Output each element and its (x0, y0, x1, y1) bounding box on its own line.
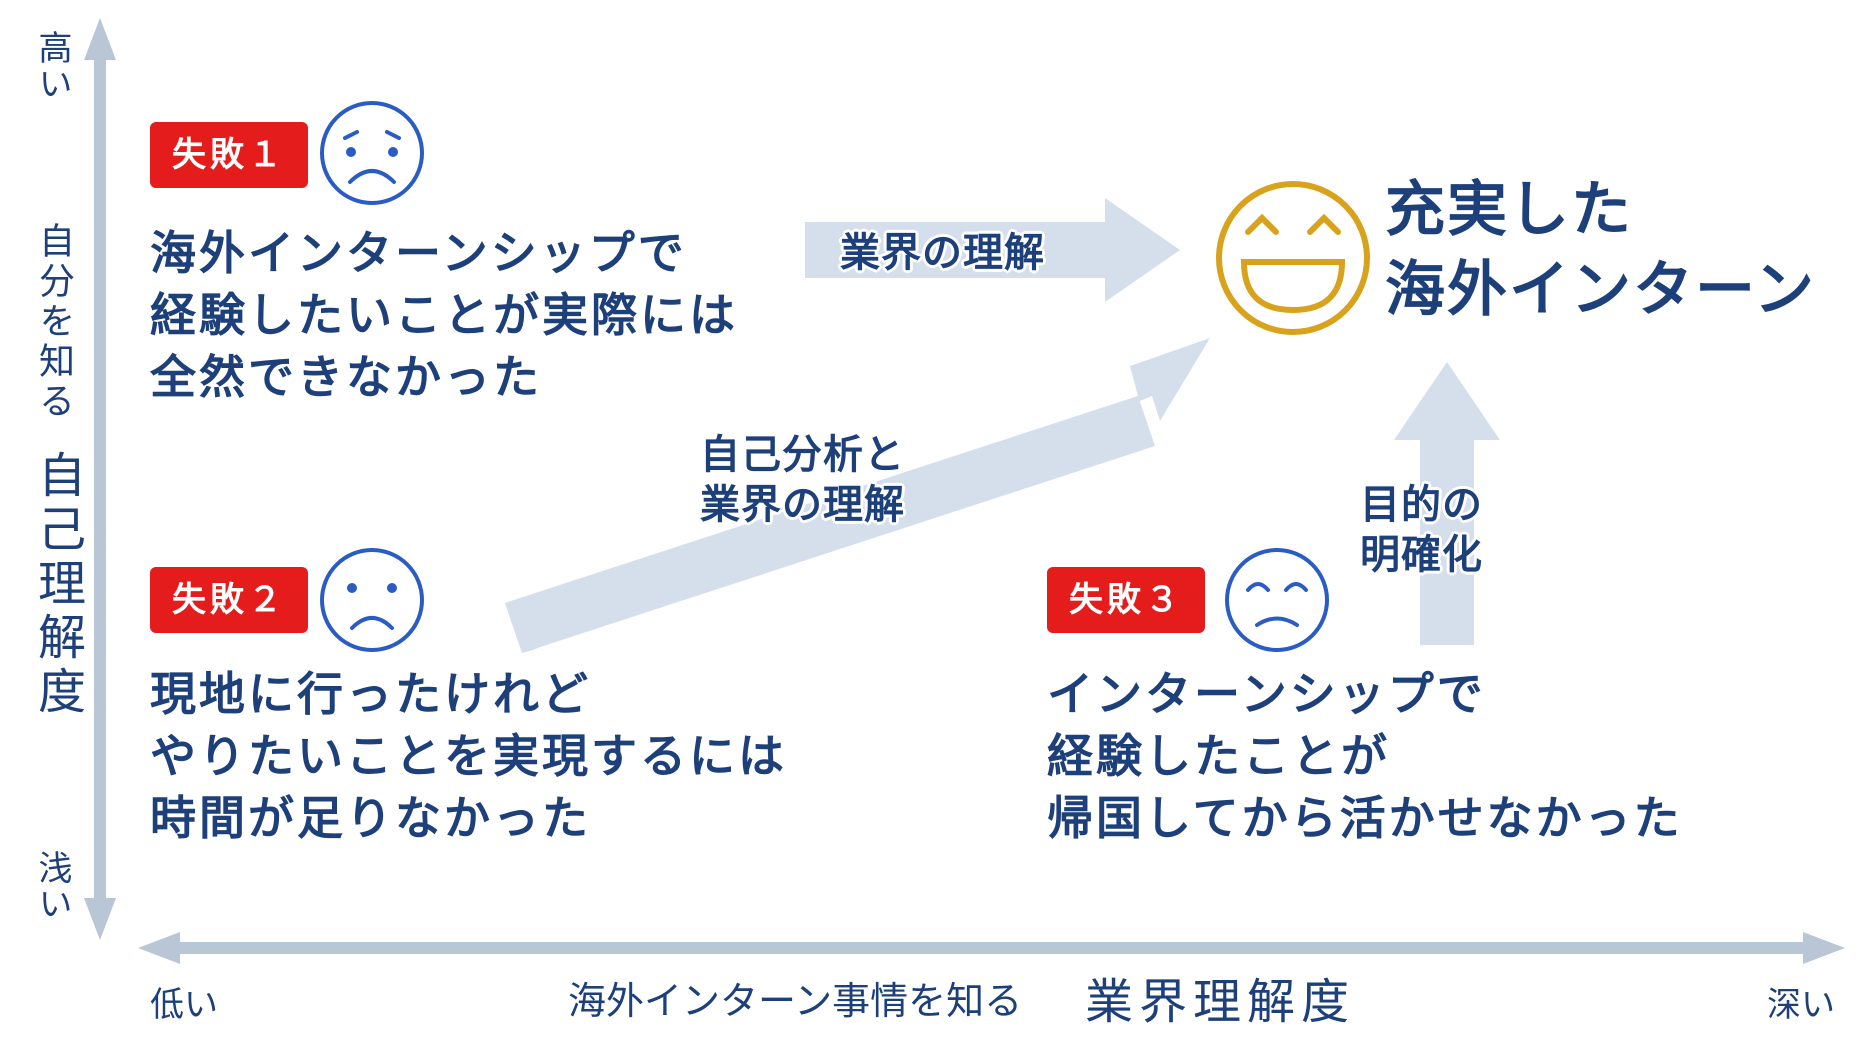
x-axis-high-label: 深い (1767, 985, 1835, 1025)
smile-face-icon (1216, 181, 1370, 335)
industry-arrow-label: 業界の理解 (840, 230, 1045, 276)
x-axis-arrow (138, 932, 1845, 964)
failure-1-badge: 失敗１ (150, 122, 308, 188)
y-axis-arrow (84, 18, 116, 940)
failure-3-badge: 失敗３ (1047, 567, 1205, 633)
goal-text: 充実した 海外インターン (1385, 175, 1816, 325)
worried-face-icon (320, 101, 424, 205)
y-axis-high-label: 高い (32, 30, 72, 102)
purpose-arrow (1394, 362, 1500, 645)
y-axis-prefix: 自分を知る (33, 222, 74, 422)
industry-arrow (805, 198, 1180, 302)
x-axis-title: 業界理解度 (1085, 974, 1356, 1030)
failure-3-text: インターンシップで 経験したことが 帰国してから活かせなかった (1047, 667, 1683, 845)
diagonal-arrow-label: 自己分析と 業界の理解 (700, 432, 905, 528)
purpose-arrow-label: 目的の 明確化 (1360, 482, 1483, 578)
disappointed-face-icon (1225, 548, 1329, 652)
y-axis-title: 自己理解度 (29, 450, 85, 720)
y-axis-low-label: 浅い (32, 850, 72, 922)
failure-2-badge: 失敗２ (150, 567, 308, 633)
sad-face-icon (320, 548, 424, 652)
failure-1-text: 海外インターンシップで 経験したいことが実際には 全然できなかった (150, 226, 738, 404)
x-axis-low-label: 低い (150, 985, 218, 1025)
failure-2-text: 現地に行ったけれど やりたいことを実現するには 時間が足りなかった (150, 667, 787, 845)
x-axis-prefix: 海外インターン事情を知る (568, 979, 1023, 1023)
